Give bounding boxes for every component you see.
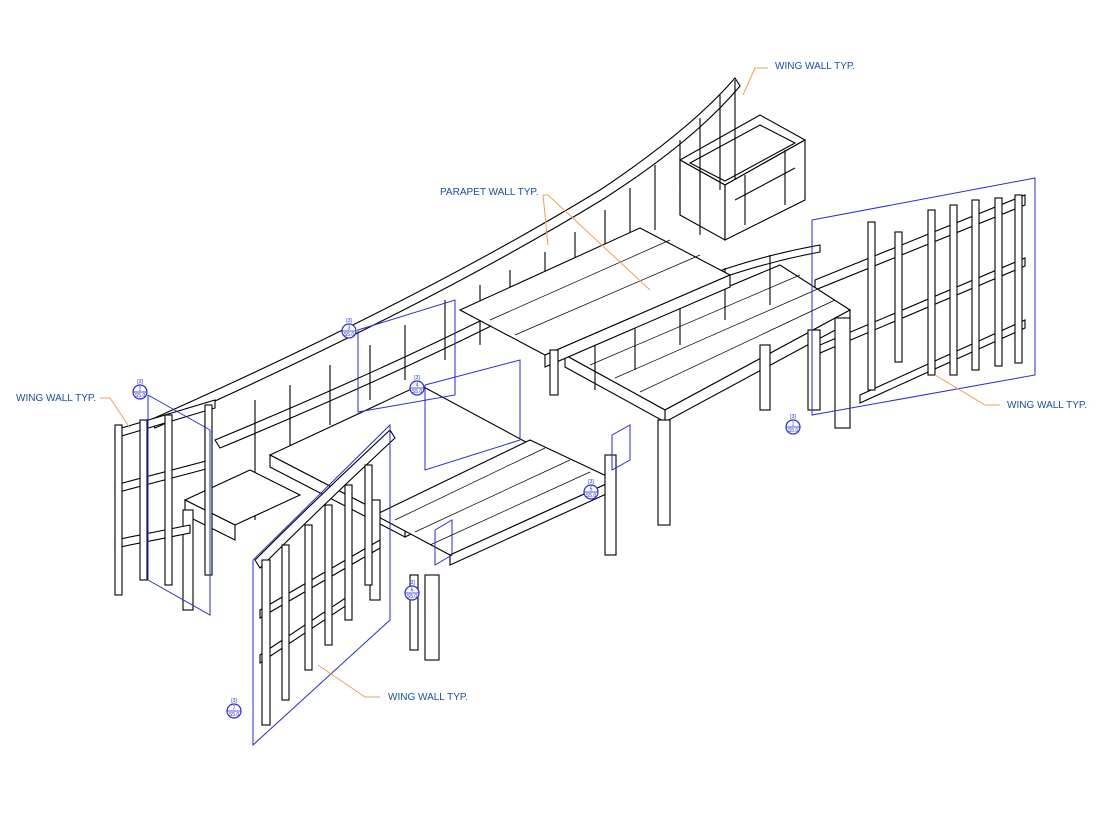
- left-deck: [183, 469, 302, 541]
- section-marker-sheet: S5.0: [229, 712, 240, 718]
- section-marker-num: 5: [590, 487, 593, 493]
- section-marker-num: 6: [411, 588, 414, 594]
- section-marker[interactable]: [3] 1 S5.0: [785, 414, 801, 435]
- section-marker-ref: [3]: [790, 414, 796, 420]
- section-marker-ref: [3]: [414, 375, 420, 381]
- section-marker-sheet: S5.0: [586, 493, 597, 499]
- right-wing-wall: [814, 194, 1026, 404]
- parapet-wall-label: PARAPET WALL TYP.: [440, 187, 539, 198]
- section-marker-num: 7: [233, 706, 236, 712]
- front-wing-wall: [254, 429, 396, 726]
- section-marker[interactable]: [3] 3 S5.0: [341, 318, 357, 339]
- stair-tower: [678, 114, 807, 241]
- section-marker-ref: [3]: [346, 318, 352, 324]
- section-marker-ref: [3]: [231, 698, 237, 704]
- wing-wall-label-left: WING WALL TYP.: [16, 393, 96, 404]
- left-center-deck: [268, 384, 617, 566]
- section-marker-sheet: S5.0: [344, 332, 355, 338]
- section-marker-num: 2: [139, 387, 142, 393]
- section-marker[interactable]: [3] 5 S5.0: [583, 479, 599, 500]
- section-marker-ref: [3]: [588, 479, 594, 485]
- wing-wall-label-top: WING WALL TYP.: [775, 61, 855, 72]
- section-marker-num: 3: [348, 326, 351, 332]
- section-marker-sheet: S5.0: [788, 428, 799, 434]
- wing-wall-label-bottom: WING WALL TYP.: [388, 692, 468, 703]
- section-marker[interactable]: [3] 6 S5.0: [404, 580, 420, 601]
- section-marker-num: 1: [792, 422, 795, 428]
- section-marker[interactable]: [3] 4 S5.0: [409, 375, 425, 396]
- columns: [182, 317, 851, 661]
- section-marker[interactable]: [3] 2 S5.0: [132, 379, 148, 400]
- section-marker-sheet: S5.0: [412, 389, 423, 395]
- leader-lines: [100, 67, 1000, 698]
- left-wing-wall: [114, 399, 216, 596]
- section-marker-num: 4: [416, 383, 419, 389]
- section-planes: [147, 177, 1036, 747]
- wing-wall-label-right: WING WALL TYP.: [1007, 400, 1087, 411]
- section-marker-sheet: S5.0: [407, 594, 418, 600]
- section-marker[interactable]: [3] 7 S5.0: [226, 698, 242, 719]
- section-marker-ref: [3]: [137, 379, 143, 385]
- section-marker-sheet: S5.0: [135, 393, 146, 399]
- section-marker-ref: [3]: [409, 580, 415, 586]
- central-deck: [458, 227, 732, 368]
